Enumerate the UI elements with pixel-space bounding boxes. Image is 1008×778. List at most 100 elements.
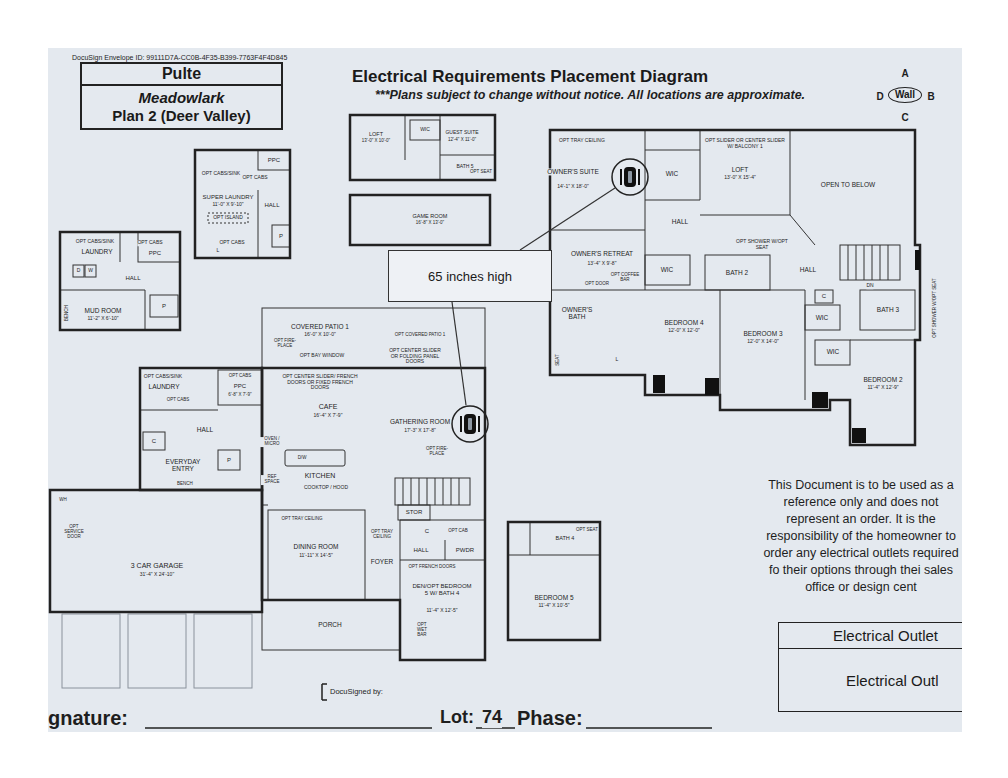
room-label: OPT ISLAND xyxy=(213,215,243,221)
room-label: OPT CABS/SINK xyxy=(144,374,182,380)
room-label: BEDROOM 4 xyxy=(664,319,703,326)
room-label: DEN/OPT BEDROOM 5 W/ BATH 4 xyxy=(412,583,472,596)
room-label: D/W xyxy=(298,456,307,461)
document-text: DocuSigned by: xyxy=(330,688,383,696)
room-label: LOFT xyxy=(369,131,383,137)
room-label: 14'-1" X 18'-0" xyxy=(557,184,589,190)
legend-box: Electrical Outlet xyxy=(778,622,962,712)
box-text: Pulte xyxy=(82,64,281,86)
room-label: 11'-0" X 9'-10" xyxy=(212,202,243,208)
room-label: WIC xyxy=(816,314,829,321)
room-label: 17'-3" X 17'-8" xyxy=(404,428,436,434)
room-label: COVERED PATIO 1 xyxy=(291,323,349,330)
room-label: HALL xyxy=(125,275,140,282)
room-label: PPC xyxy=(149,250,161,257)
room-label: REF SPACE xyxy=(261,475,283,485)
title-block: PulteMeadowlarkPlan 2 (Deer Valley) xyxy=(80,62,283,130)
room-label: HALL xyxy=(413,547,428,554)
room-label: OPT CABS xyxy=(242,175,267,181)
room-label: OPT TRAY CEILING xyxy=(281,517,322,522)
room-label: P xyxy=(227,457,231,464)
window-marks xyxy=(653,250,920,443)
document-text: gnature: xyxy=(48,707,128,729)
room-label: SUPER LAUNDRY xyxy=(203,194,254,201)
room-label: OPT SEAT xyxy=(576,528,598,533)
room-label: 12'-4" X 11'-0" xyxy=(448,138,476,143)
room-label: OPT CABS xyxy=(219,240,244,246)
room-label: COOKTOP / HOOD xyxy=(304,485,348,491)
room-label: OPT CAB xyxy=(448,529,468,534)
room-label: C xyxy=(822,293,826,300)
room-label: OWNER'S BATH xyxy=(557,306,597,320)
room-label: BENCH xyxy=(177,482,193,487)
room-label: OPEN TO BELOW xyxy=(821,181,875,188)
room-label: OPT CENTER SLIDER/ FRENCH DOORS OR FIXED… xyxy=(280,374,360,391)
room-label: WIC xyxy=(666,170,679,177)
room-label: MUD ROOM xyxy=(85,307,122,314)
diagram-title: Electrical Requirements Placement Diagra… xyxy=(352,67,708,87)
room-label: FOYER xyxy=(371,558,393,565)
room-label: OPT CABS/SINK xyxy=(202,171,240,177)
document-text: Lot: xyxy=(440,708,474,728)
room-label: C xyxy=(425,528,429,535)
room-label: OPT FIRE-PLACE xyxy=(273,339,298,349)
room-label: OWNER'S RETREAT xyxy=(571,250,633,257)
room-label: C xyxy=(152,438,156,445)
room-label: 31'-4" X 24'-10" xyxy=(140,572,174,578)
room-label: WH xyxy=(59,498,67,503)
room-label: 12'-0" X 12'-0" xyxy=(668,328,700,334)
room-label: OVEN / MICRO xyxy=(260,437,284,447)
room-label: 6'-8" X 7'-9" xyxy=(228,393,251,398)
room-label: STOR xyxy=(406,509,423,516)
document-text: D xyxy=(876,91,883,102)
document-text: A xyxy=(901,68,908,79)
room-label: OPT TRAY CEILING xyxy=(559,138,605,144)
room-label: PWDR xyxy=(456,547,474,554)
document-text: ***Plans subject to change without notic… xyxy=(375,89,805,103)
room-label: OPT DOOR xyxy=(585,282,609,287)
document-text: C xyxy=(901,112,908,123)
box-text: 65 inches high xyxy=(428,269,512,284)
room-label: 16'-8" X 13'-0" xyxy=(416,221,444,226)
room-label: BATH 3 xyxy=(877,306,899,313)
room-label: BATH 2 xyxy=(726,269,748,276)
room-label: 13'-0" X 15'-4" xyxy=(724,175,756,181)
room-label: L xyxy=(616,357,619,363)
room-label: BEDROOM 5 xyxy=(534,594,573,601)
room-label: P xyxy=(162,303,166,310)
room-label: 11'-4" X 10'-5" xyxy=(538,603,569,609)
room-label: LAUNDRY xyxy=(82,248,113,255)
room-label: PPC xyxy=(234,383,246,390)
room-label: P xyxy=(279,233,283,240)
room-label: DN xyxy=(866,283,873,289)
room-label: 11'-2" X 6'-10" xyxy=(87,316,118,322)
room-label: OPT CABS xyxy=(167,398,190,403)
room-label: OPT CABS/SINK xyxy=(76,239,114,245)
room-label: 13'-0" X 10'-0" xyxy=(362,139,390,144)
room-label: BEDROOM 2 xyxy=(863,376,902,383)
room-label: 13'-4" X 9'-8" xyxy=(588,261,617,267)
room-label: LOFT xyxy=(732,166,749,173)
room-label: OPT TRAY CEILING xyxy=(368,530,396,540)
room-label: OPT SERVICE DOOR xyxy=(59,525,89,540)
room-label: EVERYDAY ENTRY xyxy=(158,458,208,472)
room-label: CAFE xyxy=(319,403,338,411)
box-text: Meadowlark xyxy=(82,86,281,106)
room-label: OPT SEAT xyxy=(470,170,492,175)
room-label: HALL xyxy=(800,266,816,273)
room-label: LAUNDRY xyxy=(149,383,180,390)
garage-doors xyxy=(62,614,252,688)
box-text: Plan 2 (Deer Valley) xyxy=(82,106,281,128)
room-label: OPT SHOWER W/OPT SEAT xyxy=(933,278,938,337)
room-label: L xyxy=(217,248,220,254)
room-label: WIC xyxy=(827,348,840,355)
document-text: B xyxy=(927,91,934,102)
room-label: D xyxy=(77,268,81,274)
room-label: HALL xyxy=(197,426,213,433)
room-label: BENCH xyxy=(65,305,70,321)
room-label: W xyxy=(88,268,93,274)
room-label: 11'-4" X 12'-5" xyxy=(426,608,457,614)
room-label: 16'-4" X 7'-9" xyxy=(314,413,343,419)
room-label: 12'-0" X 14'-0" xyxy=(747,339,779,345)
